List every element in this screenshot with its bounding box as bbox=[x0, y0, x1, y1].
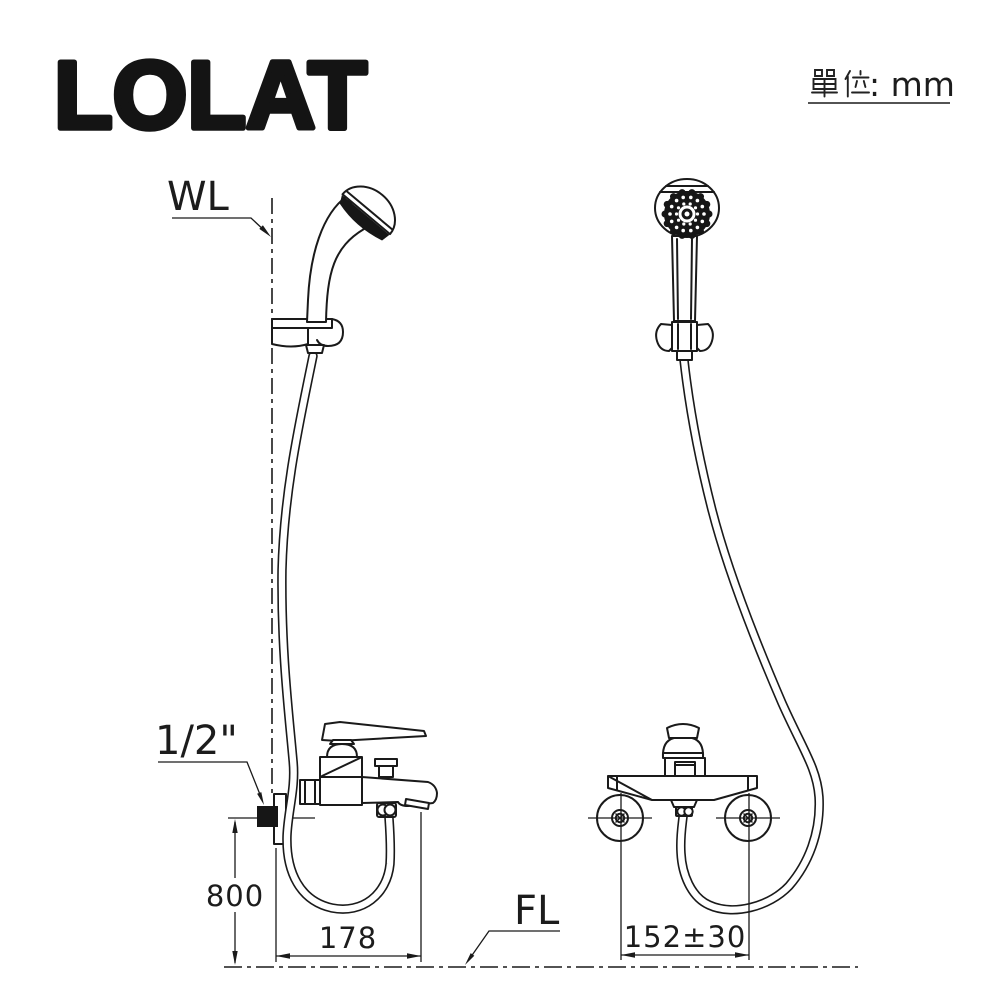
depth-dim-value: 178 bbox=[319, 921, 377, 955]
handset-handle-side bbox=[306, 195, 365, 323]
spray-face-scallops bbox=[661, 189, 713, 239]
shower-hose-front bbox=[676, 355, 824, 915]
wall-line-label: WL bbox=[167, 174, 230, 220]
faucet-body bbox=[319, 776, 363, 806]
half-inch-connection-marker bbox=[257, 806, 278, 827]
connection-size-callout: 1/2" bbox=[155, 718, 264, 805]
units-note: : mm bbox=[808, 65, 955, 104]
spray-nozzle-dots bbox=[668, 195, 706, 233]
center-distance-dimension: 152±30 bbox=[621, 920, 749, 958]
spout-side bbox=[361, 776, 438, 807]
hose-nut-front-top bbox=[676, 350, 693, 361]
hose-nut-side bbox=[376, 802, 397, 818]
height-dim-value: 800 bbox=[206, 879, 264, 913]
lever-handle-side bbox=[321, 721, 427, 742]
handset-head-front bbox=[654, 178, 720, 239]
unit-cjk-glyphs bbox=[811, 69, 870, 98]
mixer-faucet-side bbox=[257, 721, 438, 845]
wall-line-callout: WL bbox=[167, 174, 271, 237]
unit-note-latin: : mm bbox=[869, 65, 955, 104]
brand-logo: LOLAT bbox=[54, 42, 367, 149]
wl-arrow bbox=[259, 225, 271, 237]
floor-line-label: FL bbox=[514, 888, 560, 934]
mixer-faucet-front bbox=[596, 723, 772, 842]
height-dimension: 800 bbox=[206, 819, 264, 965]
handset-holder-side bbox=[271, 318, 344, 354]
front-view: 152±30 bbox=[588, 178, 824, 960]
spout-aerator bbox=[404, 798, 430, 810]
brand-logo-block: LOLAT bbox=[51, 39, 369, 150]
diverter-knob bbox=[374, 758, 398, 767]
handset-handle-front bbox=[671, 235, 698, 322]
center-distance-value: 152±30 bbox=[624, 920, 747, 954]
floor-line-callout: FL bbox=[465, 888, 560, 965]
connection-size-label: 1/2" bbox=[155, 718, 238, 764]
wall-union-hex bbox=[299, 779, 321, 805]
shower-hose-side bbox=[277, 351, 396, 914]
handset-head-side bbox=[339, 185, 396, 241]
handset-holder-front bbox=[655, 321, 714, 361]
centerlines bbox=[588, 793, 780, 960]
lever-knob-front bbox=[666, 723, 700, 739]
depth-dimension: 178 bbox=[275, 812, 422, 962]
side-view: WL bbox=[155, 174, 438, 965]
mounting-bar bbox=[607, 775, 758, 801]
